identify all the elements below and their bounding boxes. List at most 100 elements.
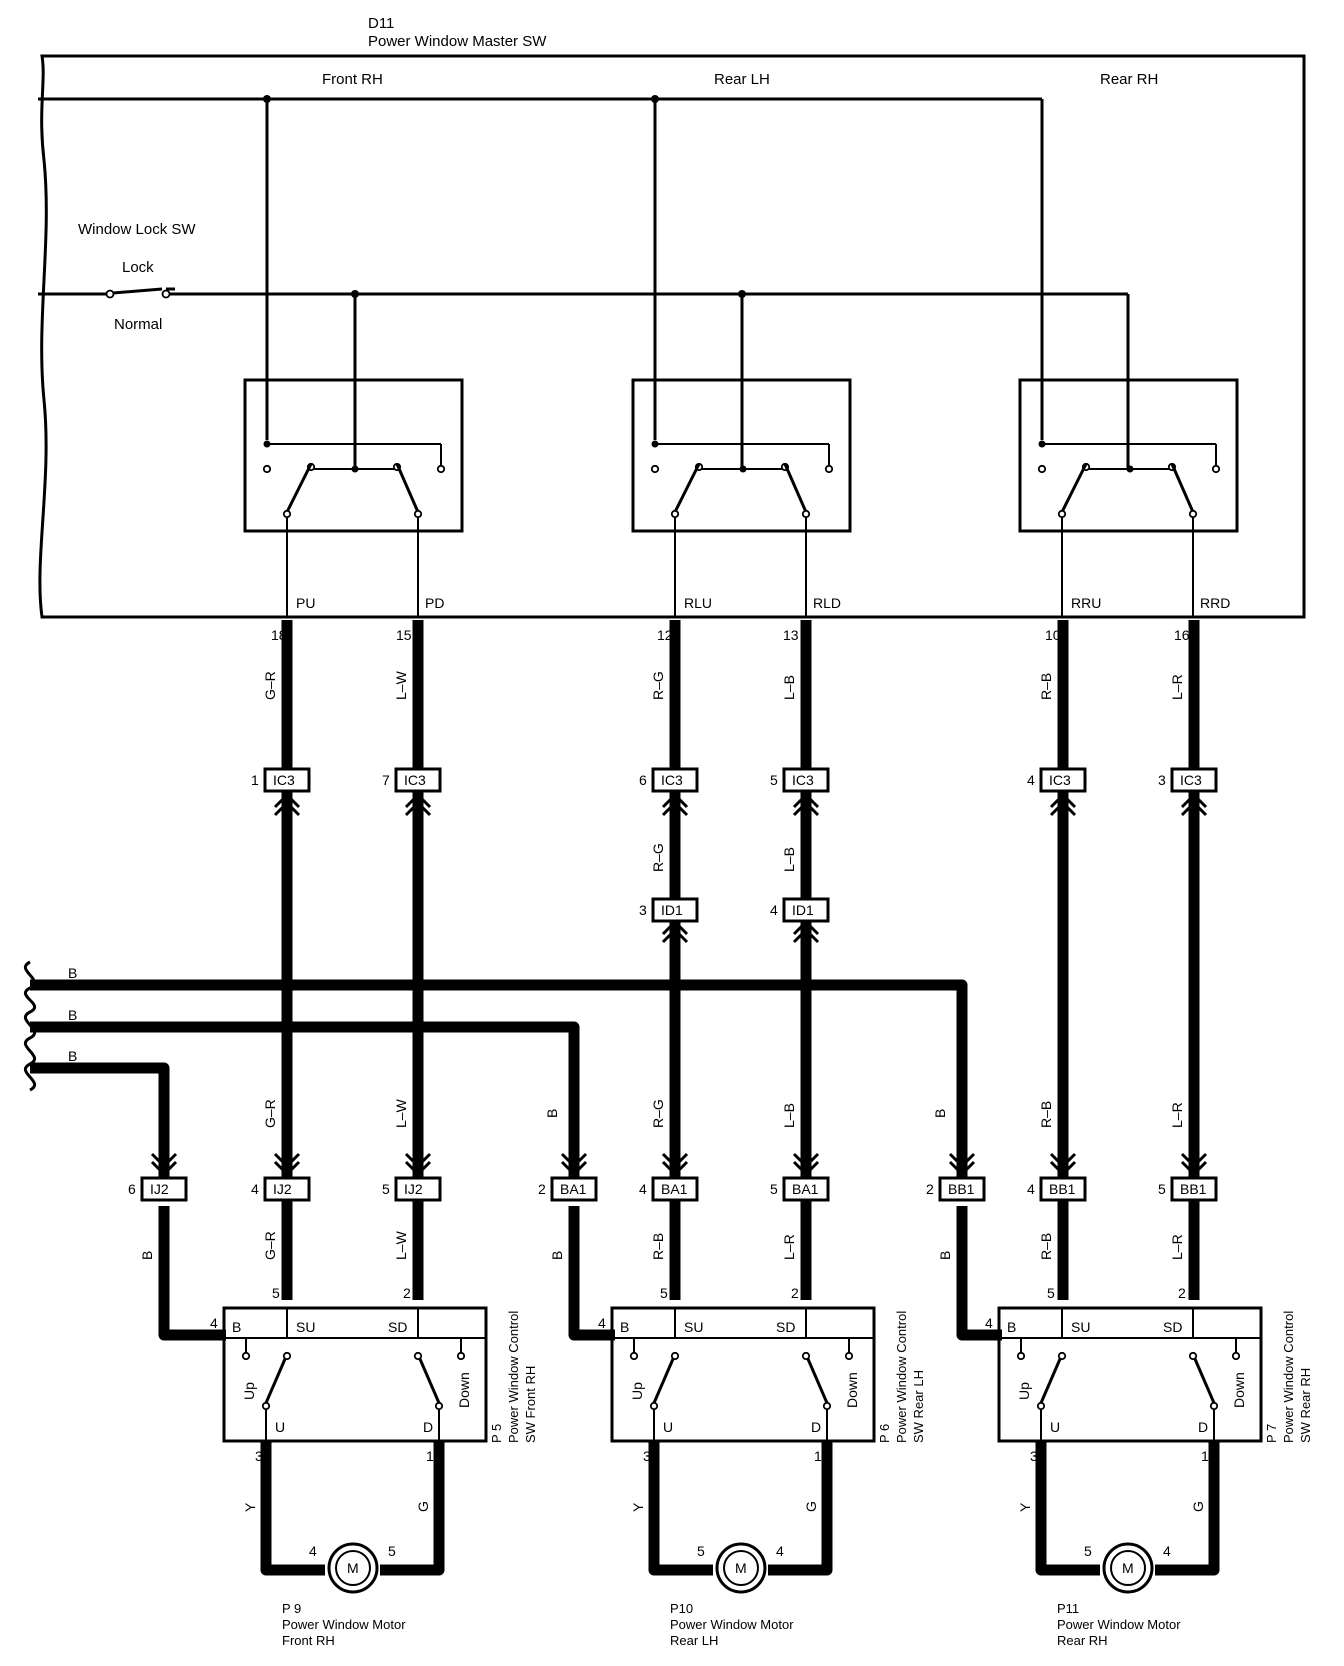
arrow-chevron-up [273,800,301,817]
contact-ring [413,1351,423,1361]
pin-su: 5 [660,1285,668,1301]
contact-ring [261,1401,271,1411]
arrow-chevron-up [792,927,820,944]
contact-ring [1016,1351,1026,1361]
contact-ring [801,1351,811,1361]
junction-dot [651,95,659,103]
contact-ring [629,1351,639,1361]
motor-wire-color-left: Y [1017,1502,1033,1512]
ground-feed-front [30,1062,170,1188]
contact-ring [1188,1351,1198,1361]
connector-code: IJ2 [273,1181,292,1197]
pin-u: 3 [1030,1448,1038,1464]
arrow-chevron-down [948,1160,976,1177]
motor-sub: Front RH [282,1633,335,1648]
connector-box [938,1176,986,1202]
terminal-rld: RLD [813,595,841,611]
label-up: Up [1016,1382,1032,1400]
motor-m: M [735,1560,747,1576]
connector-box [140,1176,188,1202]
connector-box [263,1176,311,1202]
wire-color-lower: L–R [1169,1102,1185,1128]
terminal-u: U [275,1419,285,1435]
lock-sw-blade [112,287,163,295]
terminal-sd: SD [388,1319,407,1335]
master-inner-switch-2 [631,378,852,617]
motor-wire-left [1035,1441,1100,1576]
arrow-chevron-up [1180,800,1208,817]
pin-sd: 2 [1178,1285,1186,1301]
wire-color-ground-feed: B [68,1007,77,1023]
motor-wire-right [1155,1441,1220,1576]
master-switch-d11: D11 Power Window Master SW Front RH Rear… [38,15,1306,619]
control-switch-box [222,1306,488,1443]
motor-code: P11 [1057,1601,1079,1616]
switch-blade [395,463,420,513]
contact-ring [1037,464,1047,474]
terminal-su: SU [296,1319,315,1335]
contact-ring [456,1351,466,1361]
label-down: Down [844,1372,860,1408]
connector-pin: 2 [926,1181,934,1197]
connector-pin: 6 [128,1181,136,1197]
junction-dot [651,440,659,448]
switch-code: P 7 [1264,1424,1279,1443]
switch-blade [673,463,701,513]
wire-color-bottom: L–W [393,1230,409,1260]
contact-ring [1057,509,1067,519]
contact-ring [1231,1351,1241,1361]
switch-blade [1170,463,1195,513]
motor-inner-ring [723,1550,759,1586]
connector-code: IC3 [1180,772,1202,788]
wire-color-lower: L–W [393,1098,409,1128]
wire-color-ground-drop: B [544,1109,560,1118]
motor-wire-right [380,1441,445,1576]
arrow-chevron-down [560,1160,588,1177]
terminal-u: U [1050,1419,1060,1435]
contact-ring [413,509,423,519]
arrow-chevron-down [948,1152,976,1169]
switch-sub: SW Front RH [523,1366,538,1443]
contact-ring [282,1351,292,1361]
pin-sd: 2 [791,1285,799,1301]
master-name: Power Window Master SW [368,33,547,50]
wire-color-lower: R–G [650,1099,666,1128]
motor-wire-color-right: G [415,1501,431,1512]
connector-code: IJ2 [404,1181,423,1197]
connector-pin: 5 [382,1181,390,1197]
arrow-chevron-up [404,792,432,809]
motor-pin-right: 4 [776,1543,784,1559]
switch-blade [783,463,808,513]
arrow-chevron-down [404,1152,432,1169]
pin-number: 12 [657,627,673,643]
terminal-su: SU [1071,1319,1090,1335]
pin-number: 15 [396,627,412,643]
wire-color-mid: L–B [781,847,797,872]
wire-color-upper: R–B [1038,673,1054,700]
wire-color-ground-feed: B [68,965,77,981]
arrow-chevron-down [792,1160,820,1177]
terminal-b: B [232,1319,241,1335]
pin-number: 10 [1045,627,1061,643]
contact-ring [1211,464,1221,474]
motor-wire-left [260,1441,325,1576]
terminal-pu: PU [296,595,315,611]
connector-pin: 5 [770,1181,778,1197]
switch-name: Power Window Control [894,1311,909,1443]
arrow-chevron-down [1049,1160,1077,1177]
connector-box [651,1176,699,1202]
connector-code: IC3 [273,772,295,788]
switch-name: Power Window Control [506,1311,521,1443]
master-code: D11 [368,15,394,32]
contact-ring [262,464,272,474]
arrow-chevron-down [560,1152,588,1169]
terminal-sd: SD [776,1319,795,1335]
harness [23,620,1200,1341]
contact-ring [1188,509,1198,519]
terminal-b: B [1007,1319,1016,1335]
terminal-d: D [423,1419,433,1435]
